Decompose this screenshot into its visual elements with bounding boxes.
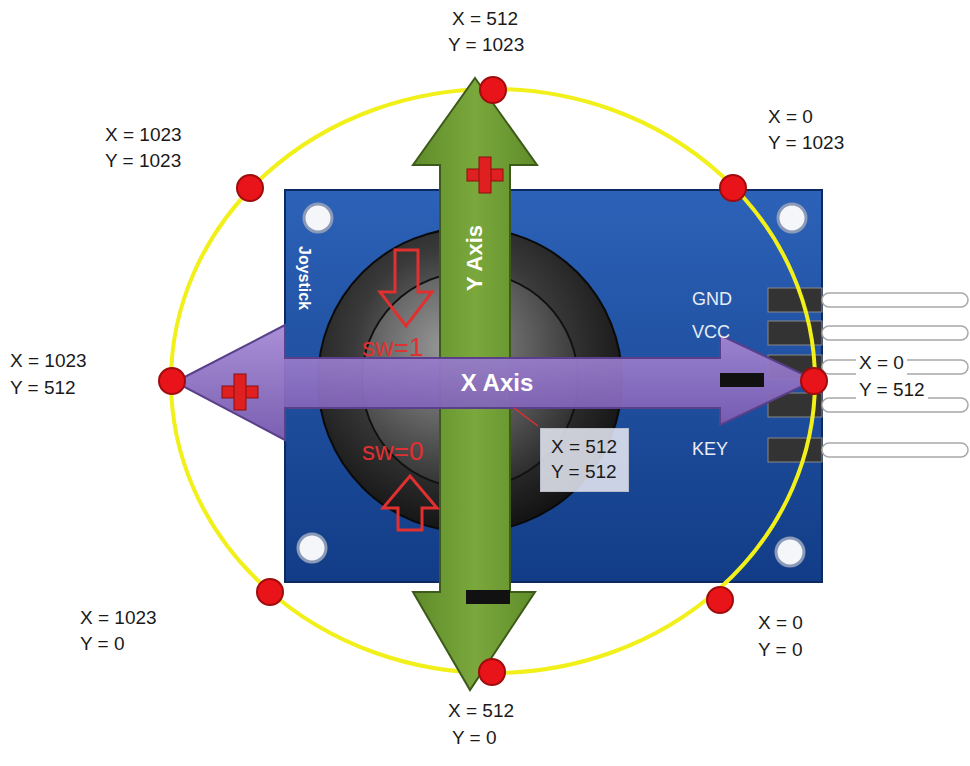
leader-line [514,408,538,426]
position-value: Y = 512 [10,377,76,400]
pin-name: GND [692,289,732,311]
position-value: X = 1023 [80,607,157,630]
position-value: X = 512 [452,8,518,31]
position-value: Y = 0 [758,639,803,662]
position-value: Y = 0 [452,727,497,750]
x-axis-arrow [175,325,815,440]
value-box: X = 512Y = 512 [540,428,629,492]
pin [822,443,968,457]
position-value: X = 0 [758,612,803,635]
position-dots [159,77,827,685]
pin-name: KEY [692,439,728,461]
plus-sign [467,157,503,193]
plus-sign [222,374,258,410]
position-value: X = 0 [768,106,813,129]
pin [822,293,968,307]
position-value: X = 512 [551,435,618,460]
switch-state: sw=1 [362,332,423,363]
axis-label: X Axis [461,369,533,398]
position-value: Y = 1023 [448,34,524,57]
pin-socket [768,288,822,312]
axis-label: Y Axis [462,225,488,291]
position-value: Y = 512 [856,379,928,402]
position-value: X = 0 [856,352,907,375]
pin-socket [768,438,822,462]
position-value: X = 512 [448,700,514,723]
board-name: Joystick [294,246,313,310]
position-value: Y = 512 [551,460,618,485]
press-arrow [380,250,432,326]
release-arrow [383,476,437,530]
position-value: X = 1023 [105,124,182,147]
position-value: Y = 1023 [768,132,844,155]
position-value: Y = 1023 [105,150,181,173]
switch-state: sw=0 [362,436,423,467]
minus-sign [466,590,510,604]
position-value: X = 1023 [10,350,87,373]
pin [822,326,968,340]
minus-sign [720,373,764,387]
pin-name: VCC [692,322,730,344]
position-value: Y = 0 [80,633,125,656]
